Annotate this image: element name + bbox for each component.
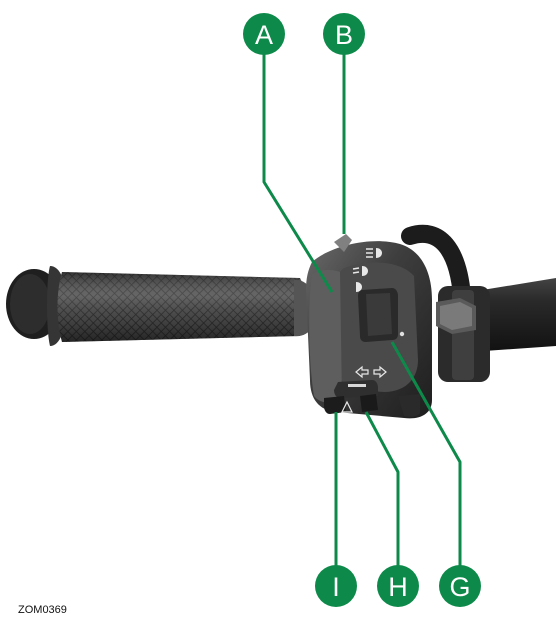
callout-leaders: [262, 50, 462, 585]
indicator-arrows-icon: [355, 365, 387, 379]
svg-text:H: H: [388, 572, 408, 602]
svg-text:I: I: [332, 572, 340, 602]
svg-text:G: G: [449, 572, 470, 602]
headlight-low-icon: [352, 266, 368, 276]
callout-i: I: [315, 565, 357, 607]
callouts: A B G H I: [243, 13, 481, 607]
svg-text:A: A: [255, 20, 273, 50]
leader-line-a: [262, 50, 334, 293]
svg-text:B: B: [335, 20, 353, 50]
callout-g: G: [439, 565, 481, 607]
switch-housing: [306, 234, 432, 419]
indicator-dot: [399, 331, 405, 337]
headlight-off-icon: [356, 282, 362, 292]
leader-line-g: [390, 341, 462, 585]
callout-b: B: [323, 13, 365, 55]
headlight-dip-lever: [334, 234, 352, 252]
headlight-high-icon: [366, 248, 382, 258]
hand-grip: [6, 266, 318, 346]
figure-reference-code: ZOM0369: [18, 604, 67, 616]
hazard-icon: [341, 400, 353, 413]
indicator-switch: [334, 380, 378, 398]
horn-button: [324, 396, 346, 414]
leader-line-h: [364, 411, 400, 585]
callout-h: H: [377, 565, 419, 607]
callout-a: A: [243, 13, 285, 55]
handlebar-tube: [401, 224, 556, 382]
